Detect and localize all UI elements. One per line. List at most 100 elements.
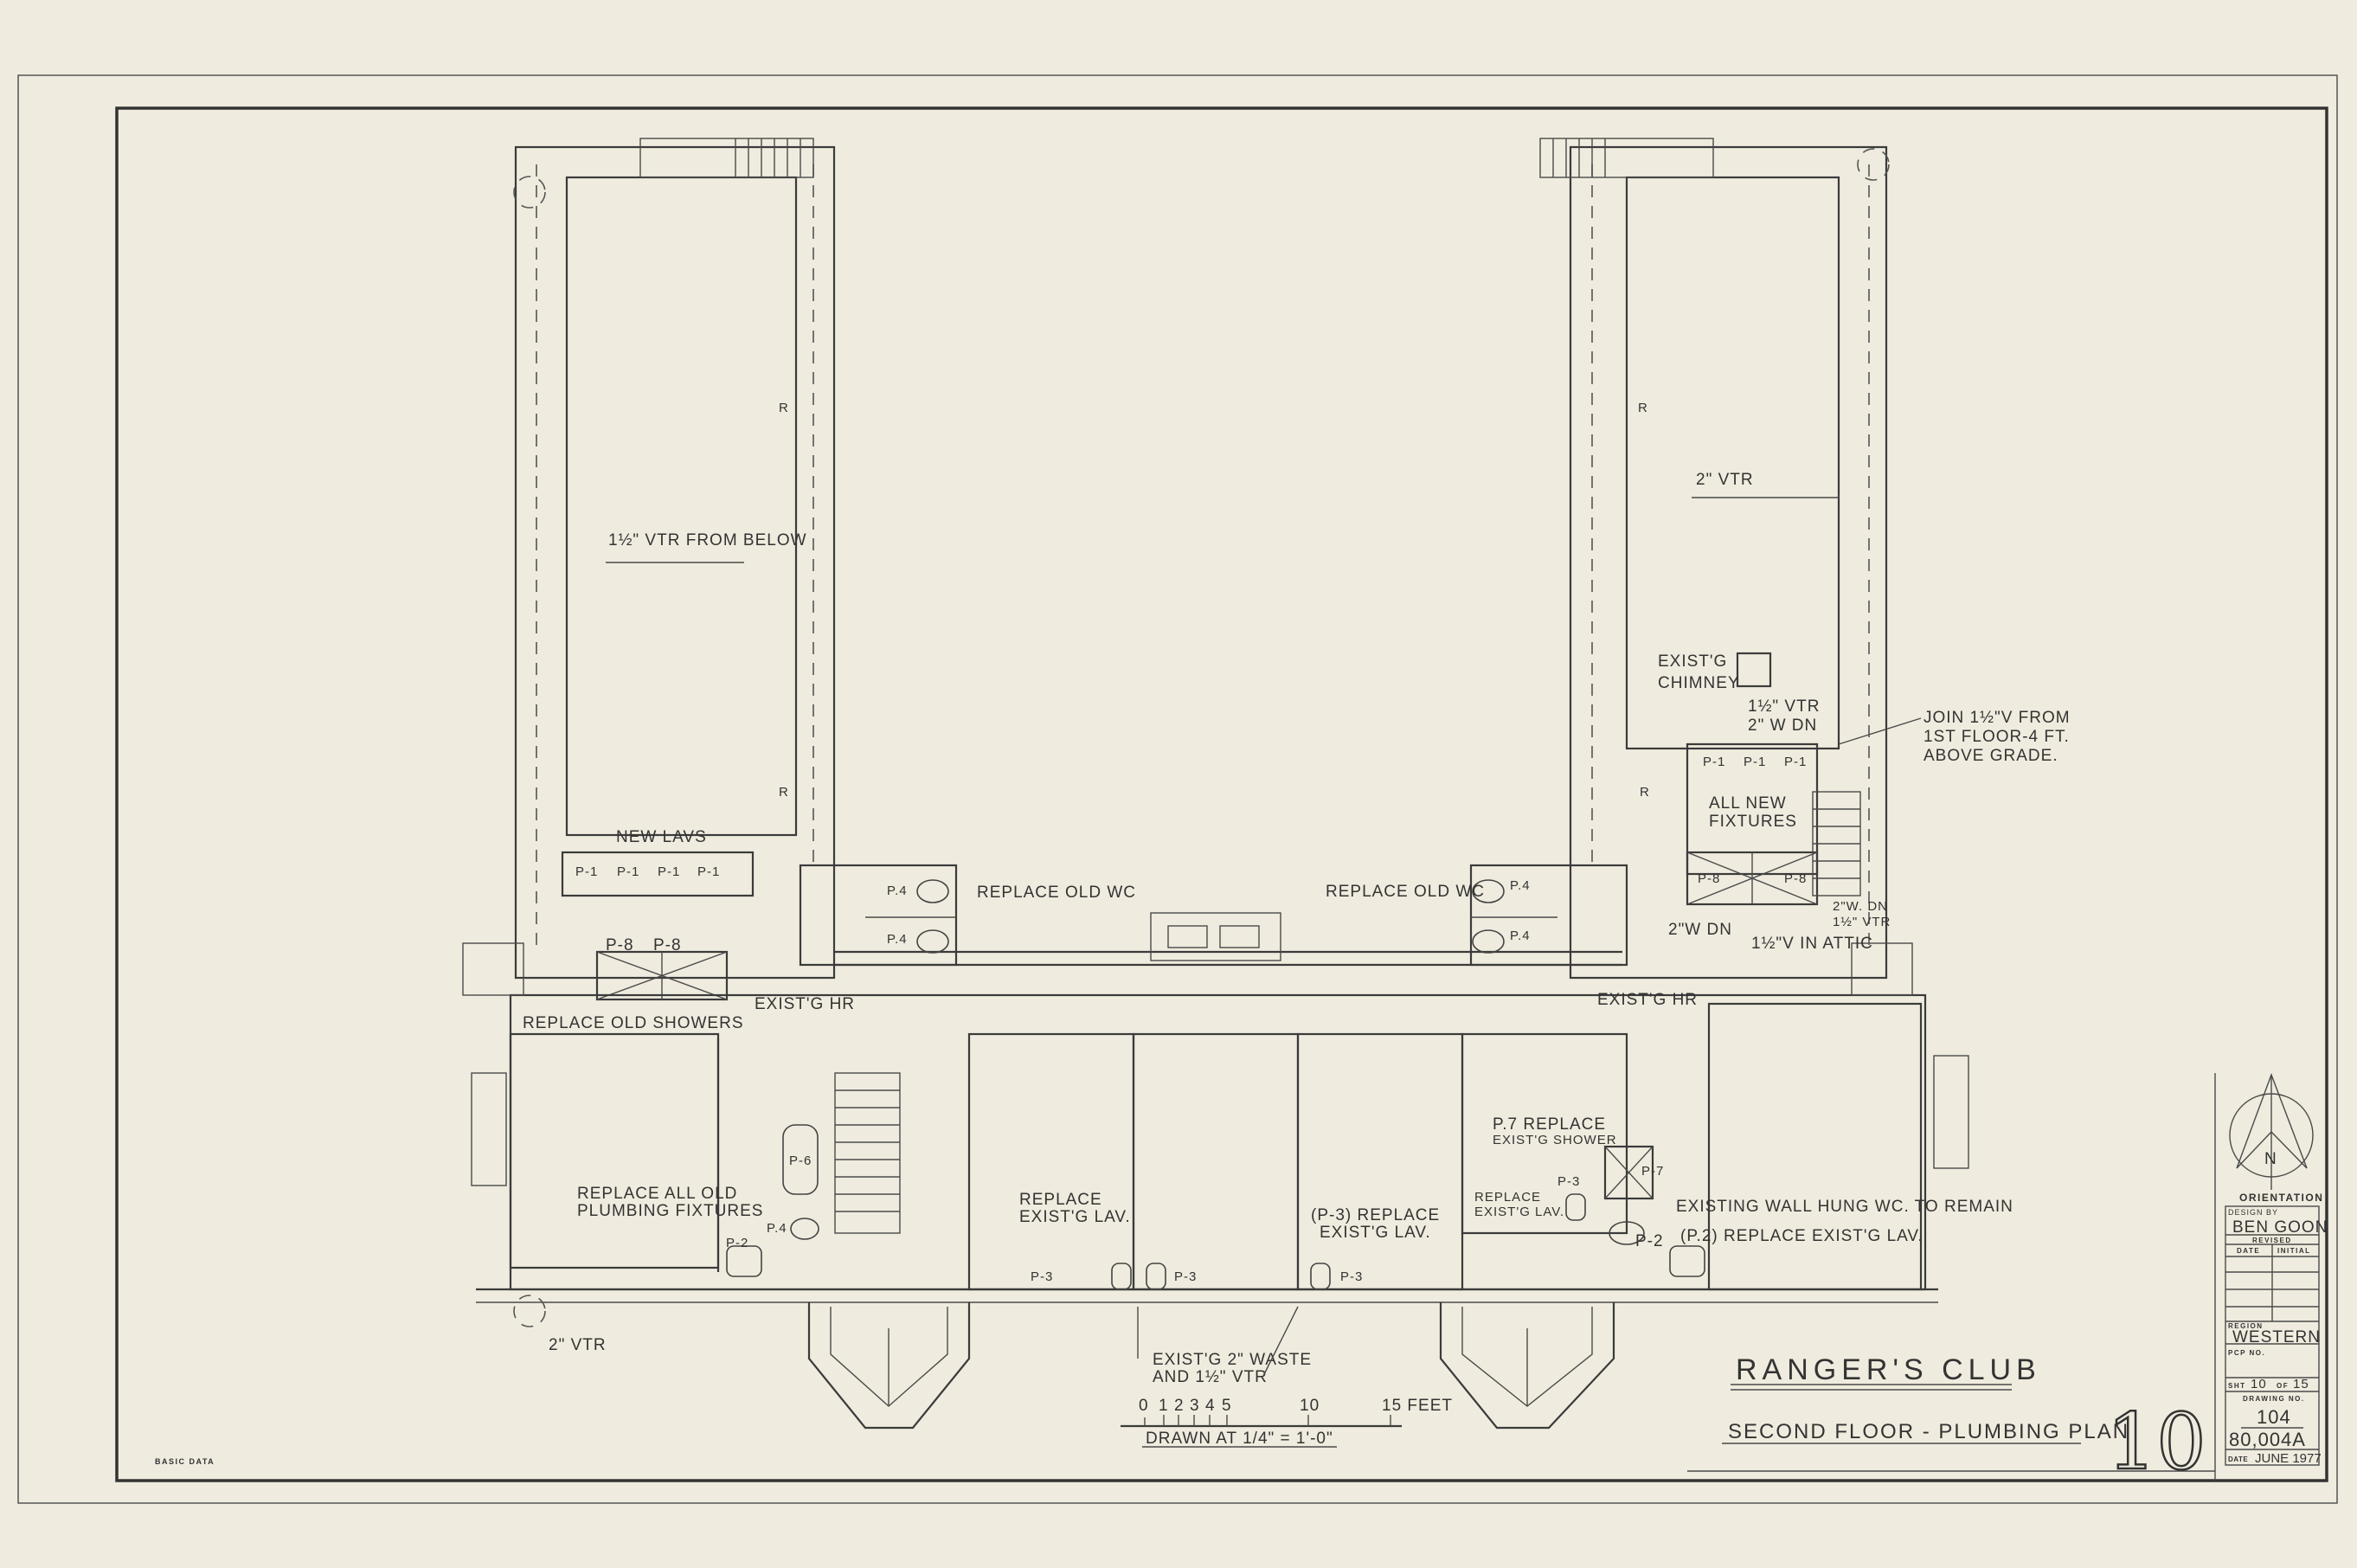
note-replace-all: REPLACE ALL OLD — [577, 1185, 737, 1203]
pcp-label: PCP NO. — [2228, 1349, 2265, 1357]
note-replace-lav-r-2: EXIST'G LAV. — [1474, 1205, 1564, 1219]
sht-label: SHT — [2228, 1382, 2246, 1390]
note-chimney-2: CHIMNEY — [1658, 674, 1740, 692]
fixture-p1: P-1 — [1784, 755, 1807, 769]
note-replace-lav-2: EXIST'G LAV. — [1019, 1208, 1131, 1226]
scale-tick: 5 — [1222, 1397, 1232, 1415]
fixture-p1: P-1 — [575, 864, 598, 879]
scale-tick: 3 — [1190, 1397, 1200, 1415]
of-value: 15 — [2293, 1377, 2309, 1391]
note-replace-old-showers: REPLACE OLD SHOWERS — [523, 1014, 744, 1032]
scale-tick: 2 — [1174, 1397, 1185, 1415]
note-p3-replace-2: EXIST'G LAV. — [1320, 1224, 1431, 1242]
fixture-r: R — [1640, 785, 1650, 800]
note-new-lavs: NEW LAVS — [616, 828, 707, 846]
fixture-p8: P-8 — [653, 936, 682, 954]
note-exist-hr-right: EXIST'G HR — [1597, 991, 1698, 1009]
fixture-p3: P-3 — [1340, 1269, 1363, 1284]
note-replace-old-wc-left: REPLACE OLD WC — [977, 884, 1136, 902]
note-waste: EXIST'G 2" WASTE — [1153, 1351, 1312, 1369]
date-value: JUNE 1977 — [2255, 1451, 2322, 1466]
scale-tick: 15 FEET — [1382, 1397, 1453, 1415]
note-w-dn: 2"W DN — [1668, 921, 1732, 939]
note-join-2: 1ST FLOOR-4 FT. — [1923, 728, 2070, 746]
note-wall-hung-wc: EXISTING WALL HUNG WC. TO REMAIN — [1676, 1198, 2013, 1216]
fixture-p1: P-1 — [1744, 755, 1766, 769]
note-w-dn-vtr-2: 1½" VTR — [1833, 915, 1891, 929]
title-block: N ORIENTATION DESIGN BY BEN GOON REVISED… — [2214, 1073, 2328, 1481]
date-label: DATE — [2228, 1456, 2248, 1463]
scale-tick: 1 — [1159, 1397, 1169, 1415]
note-join-3: ABOVE GRADE. — [1923, 747, 2058, 765]
drawing-no-value: 104 — [2257, 1406, 2291, 1428]
fixture-p1: P-1 — [1703, 755, 1725, 769]
of-label: OF — [2277, 1382, 2289, 1390]
sht-value: 10 — [2251, 1377, 2267, 1391]
fixture-p8: P-8 — [1784, 871, 1807, 886]
scale-tick: 0 — [1139, 1397, 1149, 1415]
scale-caption: DRAWN AT 1/4" = 1'-0" — [1146, 1430, 1333, 1448]
fixture-p2: P-2 — [726, 1236, 748, 1250]
fixture-p2: P-2 — [1635, 1232, 1664, 1250]
fixture-p1: P-1 — [697, 864, 720, 879]
fixture-p1: P-1 — [658, 864, 680, 879]
drawing-no-value-2: 80,004A — [2229, 1429, 2306, 1450]
note-p2-replace: (P.2) REPLACE EXIST'G LAV. — [1680, 1227, 1923, 1245]
fixture-p8: P-8 — [606, 936, 634, 954]
note-p3-replace: (P-3) REPLACE — [1311, 1206, 1440, 1224]
scale-bar: 0 1 2 3 4 5 10 15 FEET DRAWN AT 1/4" = 1… — [1121, 1397, 1453, 1448]
orientation-label: ORIENTATION — [2239, 1192, 2323, 1204]
outer-border — [17, 74, 2338, 1504]
note-chimney: EXIST'G — [1658, 652, 1727, 671]
note-p7-replace-2: EXIST'G SHOWER — [1493, 1133, 1617, 1147]
basic-data-label: BASIC DATA — [155, 1457, 215, 1466]
fixture-p4: P.4 — [1510, 929, 1531, 943]
note-p7-replace: P.7 REPLACE — [1493, 1115, 1606, 1134]
note-all-new: ALL NEW — [1709, 794, 1787, 813]
scale-tick: 10 — [1300, 1397, 1320, 1415]
fixture-p1: P-1 — [617, 864, 639, 879]
design-by-label: DESIGN BY — [2228, 1208, 2278, 1217]
note-vtr-2-left: 2" VTR — [549, 1336, 607, 1354]
fixture-p3: P-3 — [1174, 1269, 1197, 1284]
note-vtr-2-right: 2" VTR — [1696, 471, 1754, 489]
fixture-r: R — [779, 401, 789, 415]
note-waste-2: AND 1½" VTR — [1153, 1368, 1268, 1386]
date-column-label: DATE — [2237, 1247, 2260, 1255]
fixture-p4: P.4 — [1510, 878, 1531, 893]
fixture-p6: P-6 — [789, 1154, 812, 1168]
note-vtr-from-below: 1½" VTR FROM BELOW — [608, 531, 807, 549]
region-label: REGION — [2228, 1322, 2264, 1330]
fixture-p3: P-3 — [1557, 1174, 1580, 1189]
inner-border — [115, 106, 2328, 1482]
note-exist-hr-left: EXIST'G HR — [755, 995, 855, 1013]
note-all-new-2: FIXTURES — [1709, 813, 1797, 831]
floor-plan — [462, 138, 1969, 1430]
region-value: WESTERN — [2232, 1328, 2321, 1346]
note-replace-lav: REPLACE — [1019, 1191, 1102, 1209]
drawing-no-label: DRAWING NO. — [2243, 1395, 2305, 1403]
note-w-dn-vtr: 2"W. DN — [1833, 899, 1888, 914]
note-vtr-w-dn: 1½" VTR — [1748, 697, 1820, 716]
design-by-value: BEN GOON — [2232, 1218, 2328, 1237]
note-replace-all-2: PLUMBING FIXTURES — [577, 1202, 763, 1220]
sheet-subtitle: SECOND FLOOR - PLUMBING PLAN — [1728, 1420, 2129, 1443]
note-replace-old-wc-right: REPLACE OLD WC — [1326, 883, 1485, 901]
fixture-p3: P-3 — [1031, 1269, 1053, 1284]
fixture-p4: P.4 — [767, 1221, 787, 1236]
north-arrow-label: N — [2264, 1150, 2277, 1168]
fixture-p8: P-8 — [1698, 871, 1720, 886]
initial-column-label: INITIAL — [2277, 1247, 2311, 1255]
scale-tick: 4 — [1205, 1397, 1216, 1415]
fixture-r: R — [1638, 401, 1648, 415]
fixture-r: R — [779, 785, 789, 800]
fixture-p4: P.4 — [887, 884, 908, 898]
note-replace-lav-r: REPLACE — [1474, 1190, 1541, 1205]
plan-annotations: 1½" VTR FROM BELOW 2" VTR EXIST'G CHIMNE… — [523, 401, 2070, 1386]
note-vtr-w-dn-2: 2" W DN — [1748, 717, 1817, 735]
sheet-number-large: 10 — [2107, 1397, 2206, 1488]
revised-label: REVISED — [2252, 1237, 2292, 1244]
sheet-title: RANGER'S CLUB — [1736, 1353, 2041, 1386]
